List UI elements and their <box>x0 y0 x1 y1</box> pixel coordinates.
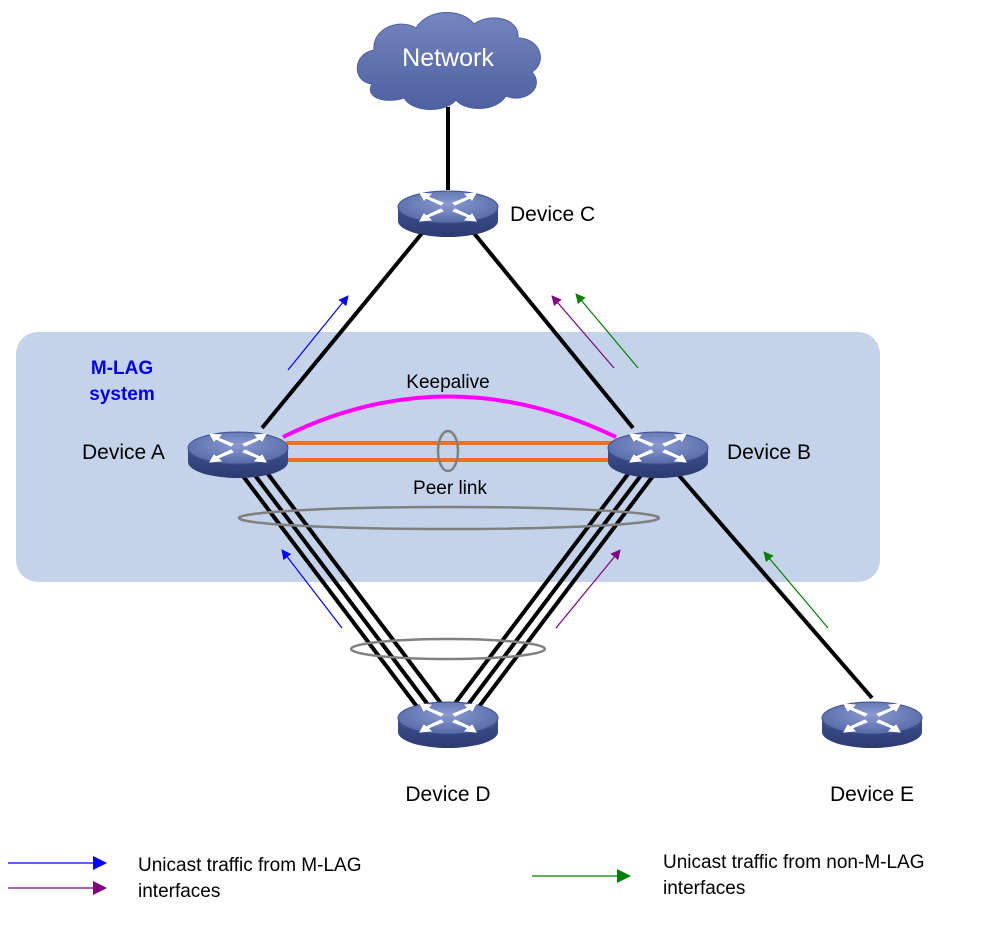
router-icon <box>607 431 709 479</box>
arrow-blue-a-to-c <box>287 295 349 371</box>
device-e-label: Device E <box>830 783 914 806</box>
arrow-purple-b-to-c <box>551 295 615 369</box>
router-icon <box>821 701 923 749</box>
arrow-blue-d-to-a <box>281 549 343 629</box>
mlag-system-label-line2: system <box>89 384 155 405</box>
router-icon <box>397 701 499 749</box>
link-c-a <box>260 230 425 430</box>
peer-link <box>286 441 612 462</box>
link-a-d-3 <box>266 472 448 712</box>
legend-mlag-line2: interfaces <box>138 881 220 902</box>
cloud-icon <box>356 11 541 111</box>
keepalive-link <box>282 394 617 439</box>
arrow-green-e-to-b <box>763 551 829 629</box>
mlag-lower-aggregation-ring <box>349 637 547 661</box>
device-a-label: Device A <box>82 441 165 464</box>
arrow-purple-d-to-b <box>555 549 621 629</box>
peer-link-label: Peer link <box>413 478 487 499</box>
legend: Unicast traffic from M-LAG interfaces Un… <box>8 852 925 902</box>
router-icon <box>397 190 499 238</box>
legend-non-mlag-line1: Unicast traffic from non-M-LAG <box>663 852 925 873</box>
network-label: Network <box>402 44 494 72</box>
device-b-label: Device B <box>727 441 811 464</box>
device-d-label: Device D <box>405 783 490 806</box>
keepalive-label: Keepalive <box>406 372 489 393</box>
router-icon <box>187 431 289 479</box>
link-a-d-2 <box>252 472 434 712</box>
link-b-d-2 <box>462 472 644 712</box>
peer-link-aggregation-ring <box>436 429 460 473</box>
mlag-upper-aggregation-ring <box>237 505 661 531</box>
link-b-e <box>674 470 874 700</box>
link-c-b <box>471 230 635 430</box>
mlag-system-box <box>16 332 880 582</box>
mlag-system-label-line1: M-LAG <box>91 358 153 379</box>
legend-non-mlag-line2: interfaces <box>663 878 745 899</box>
legend-mlag-line1: Unicast traffic from M-LAG <box>138 855 361 876</box>
traffic-arrows <box>281 293 829 629</box>
link-b-d-1 <box>448 472 630 712</box>
arrow-green-b-to-c <box>575 293 639 369</box>
device-c-label: Device C <box>510 203 595 226</box>
